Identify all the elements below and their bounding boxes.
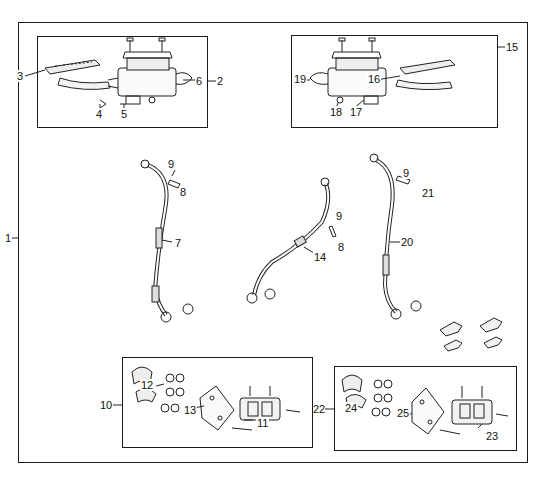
group-number: 22 bbox=[313, 403, 325, 415]
callout-number: 16 bbox=[367, 73, 381, 85]
callout-number: 17 bbox=[349, 106, 363, 118]
callout-number: 21 bbox=[421, 187, 435, 199]
callout-number: 4 bbox=[95, 108, 103, 120]
callout-number: 3 bbox=[16, 70, 24, 82]
callout-number: 11 bbox=[256, 417, 269, 429]
group-number: 1 bbox=[5, 232, 11, 244]
callout-number: 14 bbox=[313, 251, 327, 263]
callout-number: 25 bbox=[396, 407, 410, 419]
callout-number: 9 bbox=[167, 158, 175, 170]
callout-number: 9 bbox=[402, 167, 410, 179]
group-number: 10 bbox=[100, 399, 112, 411]
callout-number: 7 bbox=[174, 237, 182, 249]
callout-number: 5 bbox=[120, 108, 128, 120]
callout-number: 19 bbox=[293, 73, 307, 85]
callout-number: 18 bbox=[329, 106, 343, 118]
assembly-frame: 12151022 bbox=[18, 22, 528, 463]
callout-number: 8 bbox=[179, 186, 187, 198]
callout-number: 23 bbox=[485, 430, 499, 442]
callout-number: 9 bbox=[335, 210, 343, 222]
group-number: 2 bbox=[217, 75, 223, 87]
callout-number: 8 bbox=[337, 241, 345, 253]
callout-number: 20 bbox=[400, 236, 414, 248]
callout-number: 12 bbox=[140, 379, 154, 391]
callout-number: 24 bbox=[344, 402, 358, 414]
callout-number: 13 bbox=[183, 404, 197, 416]
group-number: 15 bbox=[506, 41, 518, 53]
group-box: 10 bbox=[122, 357, 313, 448]
callout-number: 6 bbox=[195, 75, 203, 87]
group-box: 15 bbox=[291, 35, 498, 128]
